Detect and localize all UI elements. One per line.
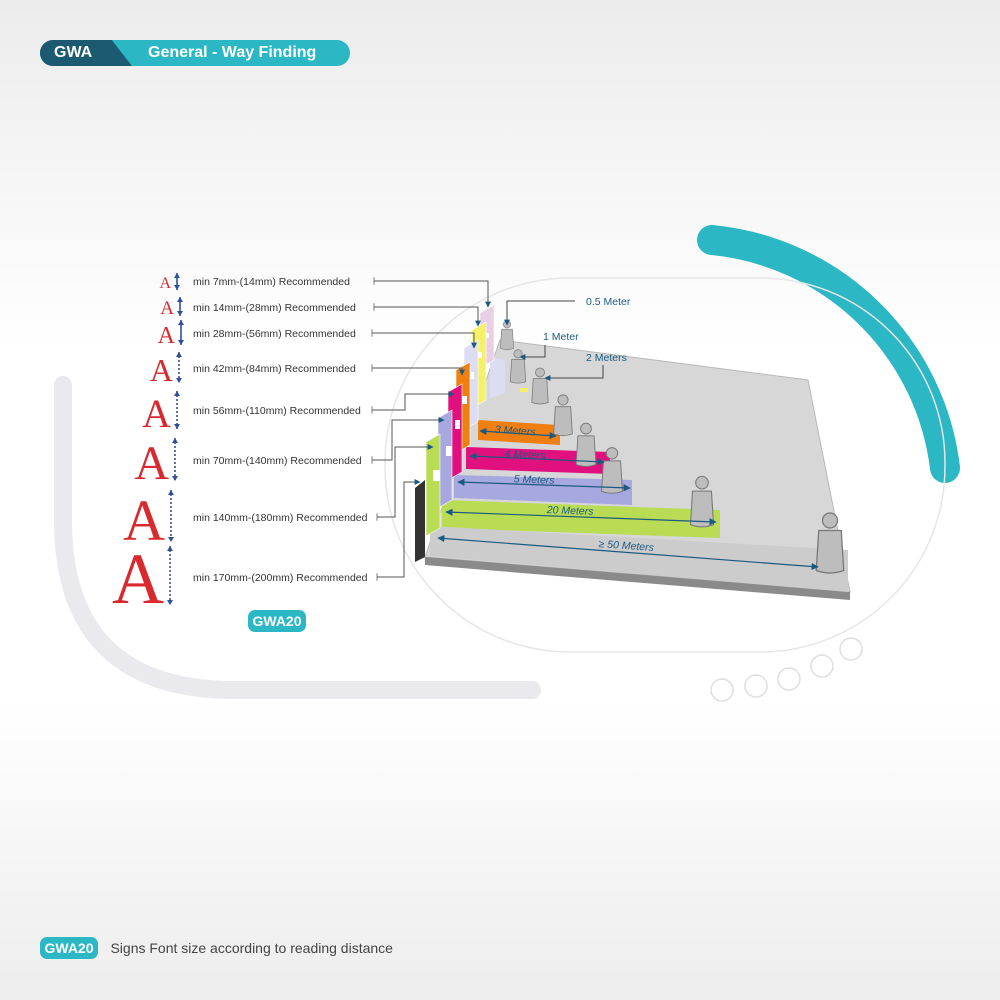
arrow-head-up [167, 546, 173, 551]
dim-line-3m [479, 427, 557, 440]
distance-label-4: 4 Meters [504, 448, 546, 462]
sample-letter: A [158, 323, 176, 349]
sign-window-2 [470, 372, 474, 379]
sign-window-0 [486, 333, 489, 338]
font-size-label: min 42mm-(84mm) Recommended [193, 363, 356, 375]
sample-letter: A [123, 488, 165, 553]
sample-letter: A [142, 391, 171, 436]
font-size-label: min 7mm-(14mm) Recommended [193, 276, 350, 288]
wall-end [415, 480, 425, 562]
sign-window-1 [478, 352, 482, 358]
sign-window-5 [446, 446, 452, 456]
decor-circles [710, 637, 863, 702]
arrow-head-up [168, 490, 174, 495]
distance-label-2: 2 Meters [586, 352, 627, 364]
zone-0 [520, 388, 528, 392]
person-figure-7 [815, 512, 845, 574]
callout-2m [544, 365, 604, 381]
sample-letter: A [159, 275, 171, 292]
person-figure-3 [553, 394, 573, 437]
arrow-head-down [176, 378, 182, 383]
arrow-head-up [174, 391, 180, 396]
sign-window-6 [433, 470, 440, 481]
sign-window-4 [455, 420, 460, 429]
callout-0-5m [504, 300, 575, 326]
arrow-head-down [174, 424, 180, 429]
footer: GWA20 Signs Font size according to readi… [40, 937, 393, 959]
font-size-label: min 28mm-(56mm) Recommended [193, 328, 356, 340]
sample-letter: A [160, 298, 174, 319]
distance-label-3: 3 Meters [494, 424, 536, 439]
person-figure-0 [500, 320, 514, 350]
distance-dimensions [437, 427, 819, 571]
callout-1m [519, 345, 546, 360]
footer-code-badge: GWA20 [40, 937, 98, 959]
header-title: General - Way Finding [148, 44, 317, 61]
sample-letter: A [134, 437, 169, 490]
footer-caption: Signs Font size according to reading dis… [110, 940, 393, 956]
sample-letter: A [150, 352, 173, 388]
dim-line-50m [437, 534, 819, 571]
arrow-head-down [178, 340, 184, 345]
distance-label-7: ≥ 50 Meters [598, 538, 655, 554]
font-size-label: min 14mm-(28mm) Recommended [193, 302, 356, 314]
diagram-code-badge: GWA20 [248, 610, 306, 632]
font-size-label: min 140mm-(180mm) Recommended [193, 512, 368, 524]
arrow-head-up [172, 438, 178, 443]
wall-strip-6 [425, 433, 441, 537]
arrow-head-up [177, 297, 183, 302]
font-size-label: min 56mm-(110mm) Recommended [193, 405, 361, 417]
near-callouts [504, 300, 604, 381]
arrow-head-down [167, 600, 173, 605]
arrow-head-down [174, 285, 180, 290]
arrow-head-up [176, 352, 182, 357]
header-banner: GWA General - Way Finding [40, 40, 350, 66]
dim-line-4m [469, 452, 605, 466]
distance-labels: 0.5 Meter 1 Meter 2 Meters 3 Meters 4 Meters… [494, 296, 655, 554]
font-leaders [371, 277, 491, 581]
distance-label-0: 0.5 Meter [586, 296, 631, 308]
arrow-head-up [178, 320, 184, 325]
person-figure-2 [531, 367, 549, 405]
dim-line-20m [445, 508, 717, 526]
sign-window-3 [462, 396, 467, 404]
zone-1 [490, 358, 505, 398]
arrow-head-down [172, 476, 178, 481]
font-size-label: min 70mm-(140mm) Recommended [193, 455, 362, 467]
arrow-head-down [168, 537, 174, 542]
arrow-head-up [174, 273, 180, 278]
sample-letter: A [112, 539, 164, 619]
decor-arc-grey [54, 376, 541, 699]
distance-label-5: 5 Meters [513, 473, 555, 486]
font-size-label: min 170mm-(200mm) Recommended [193, 572, 368, 584]
distance-label-6: 20 Meters [546, 504, 595, 518]
arrow-head-down [177, 311, 183, 316]
dim-line-5m [457, 478, 631, 492]
distance-label-1: 1 Meter [543, 331, 579, 343]
